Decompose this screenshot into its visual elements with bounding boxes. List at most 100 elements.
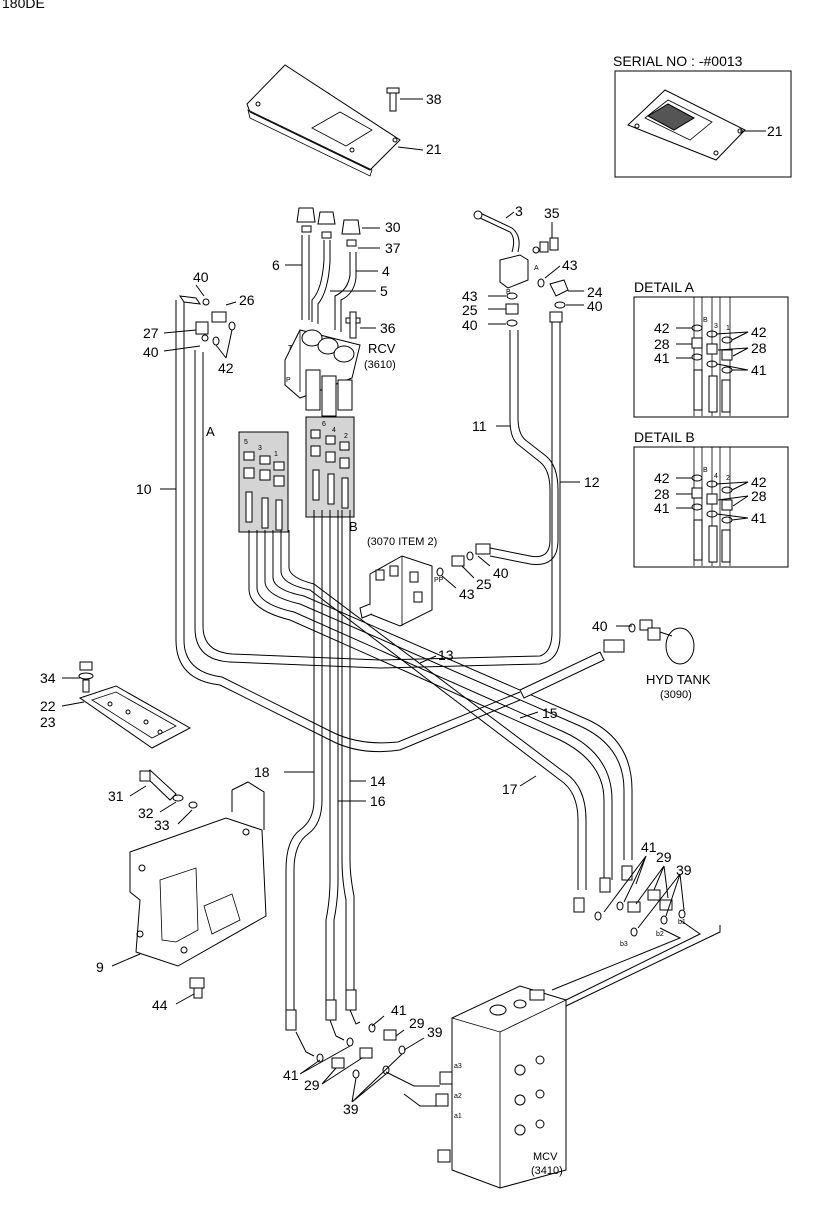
mcv-pilot-lines (385, 919, 721, 1107)
callout-34: 34 (40, 670, 56, 686)
port-block-a: 5 3 1 (238, 431, 289, 533)
bolt-38 (386, 87, 400, 112)
callout-39-right: 39 (676, 862, 692, 878)
callout-33: 33 (154, 817, 170, 833)
ref-3070: (3070 ITEM 2) (367, 536, 437, 548)
rcv-label: RCV (368, 341, 396, 356)
callout-39-lower: 39 (427, 1024, 443, 1040)
callout-25-a: 25 (462, 302, 478, 318)
section-a-letter: A (206, 424, 215, 439)
hose-14-16-18 (285, 510, 355, 1010)
port-b1: b1 (678, 919, 686, 926)
callout-29-right: 29 (656, 849, 672, 865)
detail-a-right-41: 41 (751, 362, 767, 378)
callout-43-a: 43 (562, 257, 578, 273)
callout-10: 10 (136, 481, 152, 497)
bracket-9 (129, 781, 267, 967)
pp-port: PP (434, 577, 444, 584)
rcv-code: (3610) (364, 359, 396, 371)
callout-3: 3 (515, 203, 523, 219)
detail-a-title: DETAIL A (634, 279, 695, 295)
detail-a-left-41: 41 (654, 350, 670, 366)
callout-16: 16 (370, 793, 386, 809)
svg-text:T: T (288, 345, 293, 352)
callout-21: 21 (426, 141, 442, 157)
washer-32 (172, 794, 184, 802)
valve-block-3070: PP (359, 555, 444, 627)
svg-text:5: 5 (244, 439, 248, 446)
cover-plate-22 (78, 685, 192, 749)
mcv-label: MCV (533, 1151, 558, 1163)
serial-cover-plate (627, 89, 746, 161)
callout-29-lower: 29 (409, 1015, 425, 1031)
hyd-tank-label: HYD TANK (646, 672, 711, 687)
right-fittings: b3 b2 b1 (573, 865, 686, 948)
pedal-fittings (505, 292, 566, 327)
detail-b-right-42: 42 (751, 474, 767, 490)
detail-b-right-28: 28 (751, 488, 767, 504)
callout-40-c: 40 (462, 317, 478, 333)
callout-23: 23 (40, 714, 56, 730)
hose-11-12 (489, 330, 559, 565)
callout-43-b: 43 (462, 288, 478, 304)
port-a2: a2 (454, 1093, 462, 1100)
bolt-36 (345, 311, 361, 339)
hyd-tank-code: (3090) (660, 689, 692, 701)
mcv-body: a3 a2 a1 (435, 985, 567, 1189)
left-fittings (178, 295, 236, 346)
callout-32: 32 (138, 805, 154, 821)
callout-18: 18 (254, 764, 270, 780)
detail-a-right-28: 28 (751, 340, 767, 356)
detail-a-port-1: 1 (726, 325, 730, 332)
port-b2: b2 (656, 931, 664, 938)
detail-b-port-4: 4 (714, 473, 718, 480)
callout-26: 26 (239, 292, 255, 308)
detail-a-right-42: 42 (751, 324, 767, 340)
callout-41-lower: 41 (391, 1002, 407, 1018)
callout-12: 12 (584, 474, 600, 490)
detail-b-left-28: 28 (654, 486, 670, 502)
callout-39-left: 39 (343, 1101, 359, 1117)
callout-41-right: 41 (641, 839, 657, 855)
detail-a-frame (633, 296, 789, 418)
callout-35: 35 (544, 205, 560, 221)
callout-17: 17 (502, 781, 518, 797)
pedal-port-b: B (506, 289, 511, 296)
rcv-valve-body: T P (284, 329, 361, 417)
detail-b-left-42: 42 (654, 470, 670, 486)
detail-b-port-b: B (703, 467, 708, 474)
hyd-tank-port (519, 619, 695, 699)
callout-5: 5 (380, 283, 388, 299)
svg-text:1: 1 (274, 451, 278, 458)
callout-40-a: 40 (193, 269, 209, 285)
callout-6: 6 (272, 257, 280, 273)
callout-21-serial: 21 (767, 123, 783, 139)
callout-14: 14 (370, 773, 386, 789)
callout-40-f: 40 (592, 618, 608, 634)
callout-4: 4 (382, 263, 390, 279)
bolt-34 (78, 661, 94, 693)
washer-33 (188, 801, 198, 809)
port-a1: a1 (454, 1113, 462, 1120)
hose-15-17 (248, 530, 633, 890)
serial-box-frame (614, 70, 792, 178)
serial-title: SERIAL NO : -#0013 (613, 53, 743, 69)
port-b3: b3 (620, 941, 628, 948)
callout-41-left: 41 (283, 1067, 299, 1083)
callout-37: 37 (385, 240, 401, 256)
pp-fittings (436, 543, 491, 577)
callout-15: 15 (542, 705, 558, 721)
callout-40-d: 40 (587, 298, 603, 314)
svg-text:P: P (286, 377, 291, 384)
mcv-code: (3410) (531, 1165, 563, 1177)
callout-25-b: 25 (476, 576, 492, 592)
detail-b-title: DETAIL B (634, 429, 695, 445)
detail-a-port-b: B (703, 317, 708, 324)
model-code: 180DE (2, 0, 45, 11)
callout-22: 22 (40, 698, 56, 714)
callout-42: 42 (218, 360, 234, 376)
callout-43-c: 43 (459, 586, 475, 602)
callout-40-e: 40 (493, 565, 509, 581)
